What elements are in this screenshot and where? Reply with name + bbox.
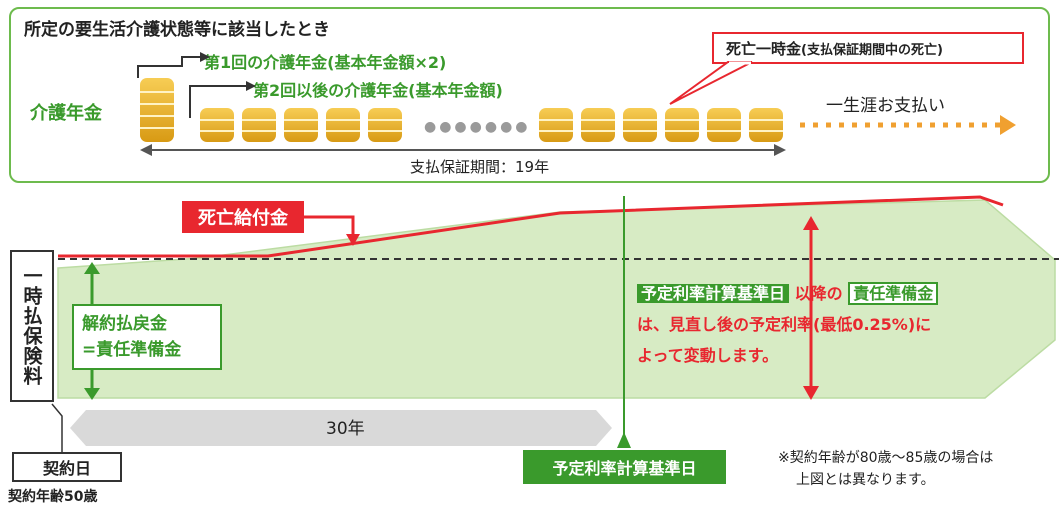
rate-revision-note: 予定利率計算基準日 以降の 責任準備金 は、見直し後の予定利率(最低0.25%)… — [637, 278, 1037, 371]
rate-calc-date-pointer — [617, 432, 631, 448]
death-lump-sum-note: (支払保証期間中の死亡) — [801, 42, 943, 58]
coin-stacks-second — [200, 108, 783, 142]
first-annuity-arrowhead — [200, 52, 210, 62]
second-annuity-label: 第2回以後の介護年金(基本年金額) — [253, 81, 503, 100]
omitted-payments-dots: ●●●●●●● — [424, 119, 531, 135]
death-lump-sum-callout: 死亡一時金(支払保証期間中の死亡) — [712, 32, 1024, 64]
footnote-line-1: ※契約年齢が80歳〜85歳の場合は — [778, 450, 994, 466]
surrender-refund-label: 解約払戻金 — [82, 314, 167, 334]
reserve-tag: 責任準備金 — [848, 282, 939, 305]
death-benefit-line — [58, 195, 1004, 258]
death-lump-sum-label: 死亡一時金 — [726, 39, 802, 58]
lifetime-arrowhead — [1000, 115, 1016, 135]
rate-calc-date-tag: 予定利率計算基準日 — [637, 284, 790, 303]
second-annuity-arrowhead — [246, 81, 256, 91]
thirty-year-bar — [70, 410, 612, 446]
footnote: ※契約年齢が80歳〜85歳の場合は 上図とは異なります。 — [778, 447, 993, 491]
reserve-equal-label: =責任準備金 — [82, 340, 182, 360]
first-annuity-label: 第1回の介護年金(基本年金額×2) — [204, 53, 447, 72]
guarantee-period-label: 支払保証期間：19年 — [410, 158, 550, 176]
kaigo-annuity-label: 介護年金 — [30, 103, 102, 124]
contract-age-label: 契約年齢50歳 — [8, 489, 98, 505]
first-annuity-bracket — [137, 65, 162, 78]
contract-day-pointer — [51, 403, 63, 452]
rate-calc-date-label: 予定利率計算基準日 — [523, 450, 726, 484]
second-annuity-connector — [189, 85, 246, 118]
death-benefit-pointer — [304, 215, 355, 236]
death-lump-sum-pointer — [669, 61, 753, 105]
note-line-3: よって変動します。 — [637, 346, 779, 365]
note-line-2: は、見直し後の予定利率(最低0.25%)に — [637, 315, 932, 334]
coin-stack-first — [140, 78, 174, 142]
first-annuity-connector — [162, 56, 200, 67]
contract-day-label: 契約日 — [12, 452, 122, 482]
lifetime-payment-label: 一生涯お支払い — [826, 96, 945, 116]
surrender-refund-box: 解約払戻金 =責任準備金 — [72, 304, 222, 370]
note-after-tag: 以降の — [794, 284, 843, 303]
death-benefit-label: 死亡給付金 — [182, 201, 304, 233]
single-premium-label: 一時払保険料 — [20, 266, 43, 386]
single-premium-label-box: 一時払保険料 — [10, 250, 54, 402]
condition-text: 所定の要生活介護状態等に該当したとき — [24, 20, 330, 40]
footnote-line-2: 上図とは異なります。 — [796, 472, 935, 488]
thirty-years-label: 30年 — [326, 419, 365, 439]
